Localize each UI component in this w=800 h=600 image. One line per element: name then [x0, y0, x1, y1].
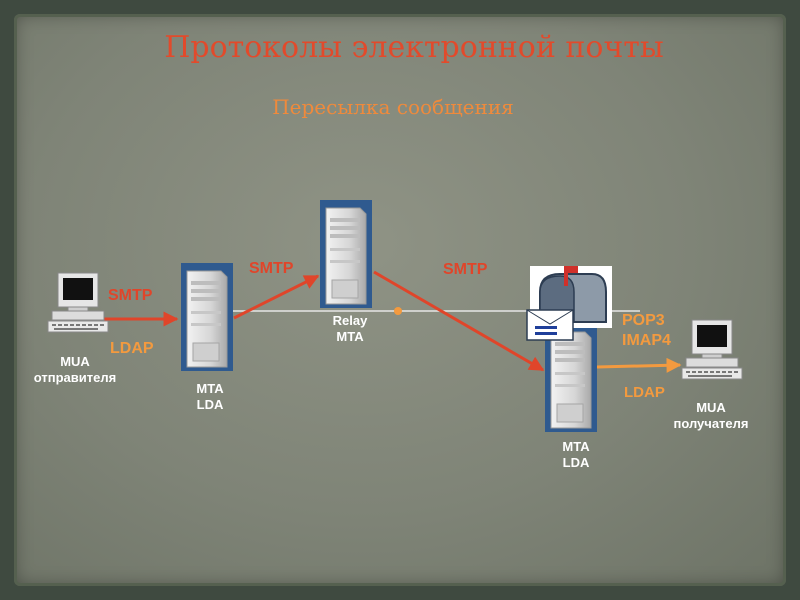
relay-mta-caption: Relay MTA — [320, 313, 380, 345]
mua-sender-caption: MUA отправителя — [20, 354, 130, 386]
arrow-relay-to-mta2 — [373, 270, 545, 372]
protocol-label-imap4: IMAP4 — [622, 332, 671, 349]
caption-line: получателя — [673, 416, 749, 431]
caption-line: MUA — [696, 400, 726, 415]
server-icon — [320, 200, 372, 308]
caption-line: отправителя — [33, 370, 117, 385]
caption-line: Relay — [332, 313, 368, 328]
protocol-label-smtp: SMTP — [108, 287, 153, 304]
slide-background — [14, 14, 786, 586]
protocol-label-ldap: LDAP — [624, 384, 665, 401]
slide-subtitle: Пересылка сообщения — [272, 95, 514, 119]
network-node-dot — [394, 307, 402, 315]
mua-receiver-caption: MUA получателя — [656, 400, 766, 432]
caption-line: LDA — [562, 455, 590, 470]
caption-line: MTA — [336, 329, 364, 344]
caption-line: LDA — [196, 397, 224, 412]
protocol-label-ldap: LDAP — [110, 340, 154, 357]
mta-lda-caption: MTA LDA — [549, 439, 603, 471]
arrow-mta-to-relay — [233, 274, 320, 320]
mta-lda-caption: MTA LDA — [183, 381, 237, 413]
caption-line: MTA — [562, 439, 590, 454]
protocol-label-smtp: SMTP — [443, 261, 488, 278]
envelope-icon — [526, 309, 574, 341]
protocol-label-pop3: POP3 — [622, 312, 665, 329]
arrow-mta2-to-receiver — [596, 357, 682, 373]
computer-icon — [681, 319, 743, 380]
server-icon — [181, 263, 233, 371]
protocol-label-smtp: SMTP — [249, 260, 294, 277]
server-icon — [545, 324, 597, 432]
slide-title: Протоколы электронной почты — [164, 30, 664, 65]
caption-line: MUA — [60, 354, 90, 369]
computer-icon — [47, 272, 109, 333]
caption-line: MTA — [196, 381, 224, 396]
